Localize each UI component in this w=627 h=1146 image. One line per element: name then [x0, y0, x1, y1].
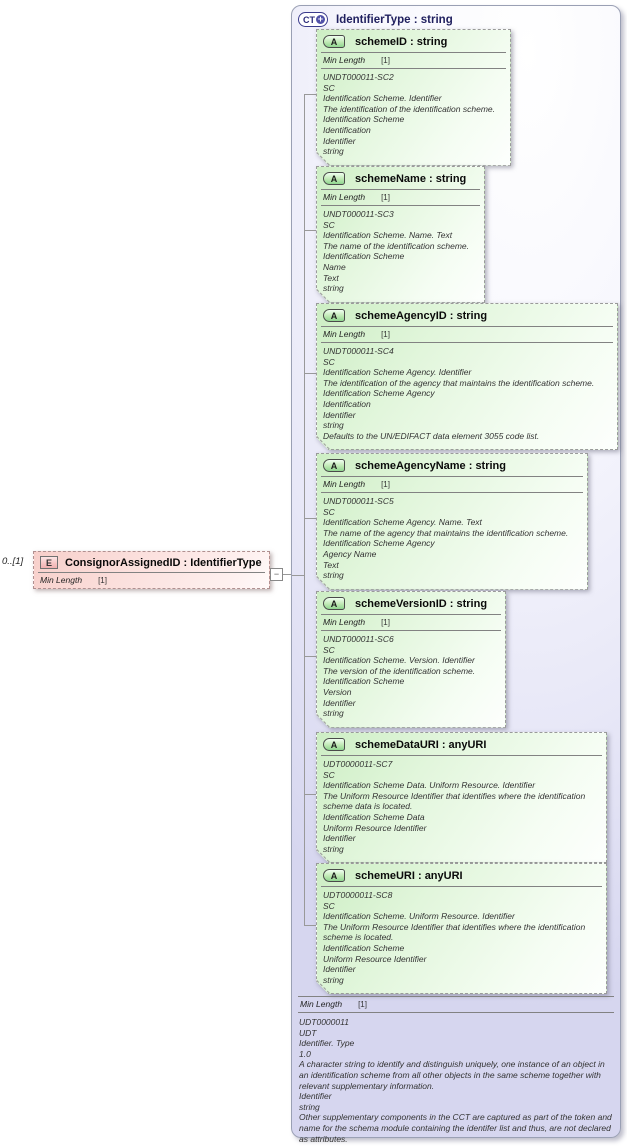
complex-type-annotation: UDT0000011 UDT Identifier. Type 1.0 A ch…: [299, 1017, 612, 1144]
facet-row: Min Length [1]: [298, 996, 614, 1013]
facet-value: [1]: [98, 576, 107, 585]
facet-value: [1]: [358, 1000, 367, 1009]
attribute-annotation: UNDT000011-SC6 SC Identification Scheme.…: [323, 634, 476, 719]
divider: [321, 755, 602, 756]
attribute-box-schemedatauri[interactable]: A schemeDataURI : anyURI UDT0000011-SC7 …: [316, 732, 607, 863]
facet-row: Min Length [1]: [321, 189, 480, 206]
facet-label: Min Length: [323, 479, 366, 489]
facet-row: Min Length [1]: [321, 326, 613, 343]
facet-row: Min Length [1]: [321, 614, 501, 631]
attribute-annotation: UNDT000011-SC4 SC Identification Scheme …: [323, 346, 595, 441]
connector-stub: [304, 230, 316, 231]
attribute-icon: A: [323, 738, 345, 751]
facet-label: Min Length: [323, 617, 366, 627]
attribute-header[interactable]: A schemeDataURI : anyURI: [317, 733, 606, 755]
facet-label: Min Length: [323, 55, 366, 65]
connector-stub: [304, 518, 316, 519]
connector-stub: [304, 373, 316, 374]
collapse-toggle-icon[interactable]: −: [270, 568, 283, 581]
attribute-annotation: UDT0000011-SC8 SC Identification Scheme.…: [323, 890, 586, 985]
facet-value: [1]: [381, 480, 390, 489]
connector-stub: [304, 794, 316, 795]
divider: [321, 886, 602, 887]
connector-stub: [304, 656, 316, 657]
element-box-consignor-assigned-id[interactable]: E ConsignorAssignedID : IdentifierType M…: [33, 551, 270, 589]
ct-icon-label: CT: [303, 14, 315, 25]
connector-stub: [304, 94, 316, 95]
complex-type-header[interactable]: CT + IdentifierType : string: [292, 6, 620, 27]
element-facet-row: Min Length [1]: [38, 572, 265, 588]
attribute-box-schemename[interactable]: A schemeName : string Min Length [1] UND…: [316, 166, 485, 303]
attribute-title: schemeName : string: [355, 172, 467, 185]
attribute-icon: A: [323, 35, 345, 48]
attribute-icon: A: [323, 309, 345, 322]
facet-value: [1]: [381, 618, 390, 627]
attribute-box-schemeagencyid[interactable]: A schemeAgencyID : string Min Length [1]…: [316, 303, 618, 450]
attribute-title: schemeAgencyID : string: [355, 309, 488, 322]
attribute-title: schemeURI : anyURI: [355, 869, 463, 882]
attribute-header[interactable]: A schemeAgencyID : string: [317, 304, 617, 326]
facet-label: Min Length: [300, 999, 343, 1009]
attribute-box-schemeversionid[interactable]: A schemeVersionID : string Min Length [1…: [316, 591, 506, 728]
attribute-icon: A: [323, 869, 345, 882]
attribute-title: schemeDataURI : anyURI: [355, 738, 487, 751]
plus-icon: +: [316, 14, 325, 24]
attribute-header[interactable]: A schemeURI : anyURI: [317, 864, 606, 886]
attribute-box-schemeagencyname[interactable]: A schemeAgencyName : string Min Length […: [316, 453, 588, 590]
attribute-header[interactable]: A schemeVersionID : string: [317, 592, 505, 614]
complex-type-footer: Min Length [1] UDT0000011 UDT Identifier…: [297, 996, 615, 1144]
attribute-header[interactable]: A schemeAgencyName : string: [317, 454, 587, 476]
facet-label: Min Length: [323, 192, 366, 202]
connector-line: [283, 574, 291, 575]
attribute-title: schemeID : string: [355, 35, 448, 48]
attribute-icon: A: [323, 597, 345, 610]
connector-line: [292, 575, 304, 576]
complex-type-icon: CT +: [298, 12, 328, 27]
attribute-title: schemeAgencyName : string: [355, 459, 506, 472]
element-title: ConsignorAssignedID : IdentifierType: [65, 556, 262, 569]
facet-label: Min Length: [40, 575, 83, 585]
element-header[interactable]: E ConsignorAssignedID : IdentifierType: [34, 552, 269, 572]
facet-value: [1]: [381, 56, 390, 65]
facet-value: [1]: [381, 330, 390, 339]
attribute-box-schemeid[interactable]: A schemeID : string Min Length [1] UNDT0…: [316, 29, 511, 166]
attribute-annotation: UNDT000011-SC5 SC Identification Scheme …: [323, 496, 569, 581]
complex-type-title: IdentifierType : string: [336, 13, 453, 26]
element-icon: E: [40, 556, 58, 569]
connector-spine: [304, 94, 305, 926]
attribute-icon: A: [323, 172, 345, 185]
attribute-icon: A: [323, 459, 345, 472]
attribute-box-schemeuri[interactable]: A schemeURI : anyURI UDT0000011-SC8 SC I…: [316, 863, 607, 994]
cardinality-label: 0..[1]: [2, 556, 24, 567]
connector-stub: [304, 925, 316, 926]
attribute-header[interactable]: A schemeID : string: [317, 30, 510, 52]
complex-type-box-identifier-type[interactable]: CT + IdentifierType : string A schemeID …: [291, 5, 621, 1144]
facet-label: Min Length: [323, 329, 366, 339]
facet-value: [1]: [381, 193, 390, 202]
attribute-title: schemeVersionID : string: [355, 597, 488, 610]
facet-row: Min Length [1]: [321, 52, 506, 69]
attribute-annotation: UNDT000011-SC2 SC Identification Scheme.…: [323, 72, 495, 157]
facet-row: Min Length [1]: [321, 476, 583, 493]
attribute-header[interactable]: A schemeName : string: [317, 167, 484, 189]
attribute-annotation: UNDT000011-SC3 SC Identification Scheme.…: [323, 209, 469, 294]
attribute-annotation: UDT0000011-SC7 SC Identification Scheme …: [323, 759, 586, 854]
